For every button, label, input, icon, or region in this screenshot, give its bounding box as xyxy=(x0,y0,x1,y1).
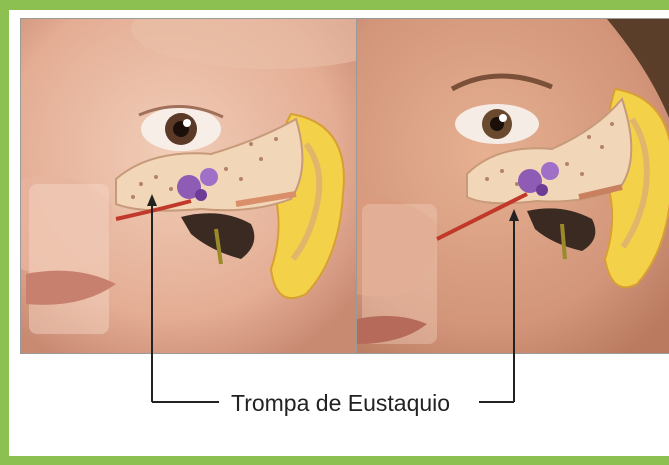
adult-ear-illustration xyxy=(356,18,669,354)
child-ear-illustration xyxy=(20,18,357,354)
eustachian-tube-label: Trompa de Eustaquio xyxy=(231,390,450,417)
child-ear-graphic xyxy=(21,19,356,353)
adult-ear-graphic xyxy=(357,19,669,353)
